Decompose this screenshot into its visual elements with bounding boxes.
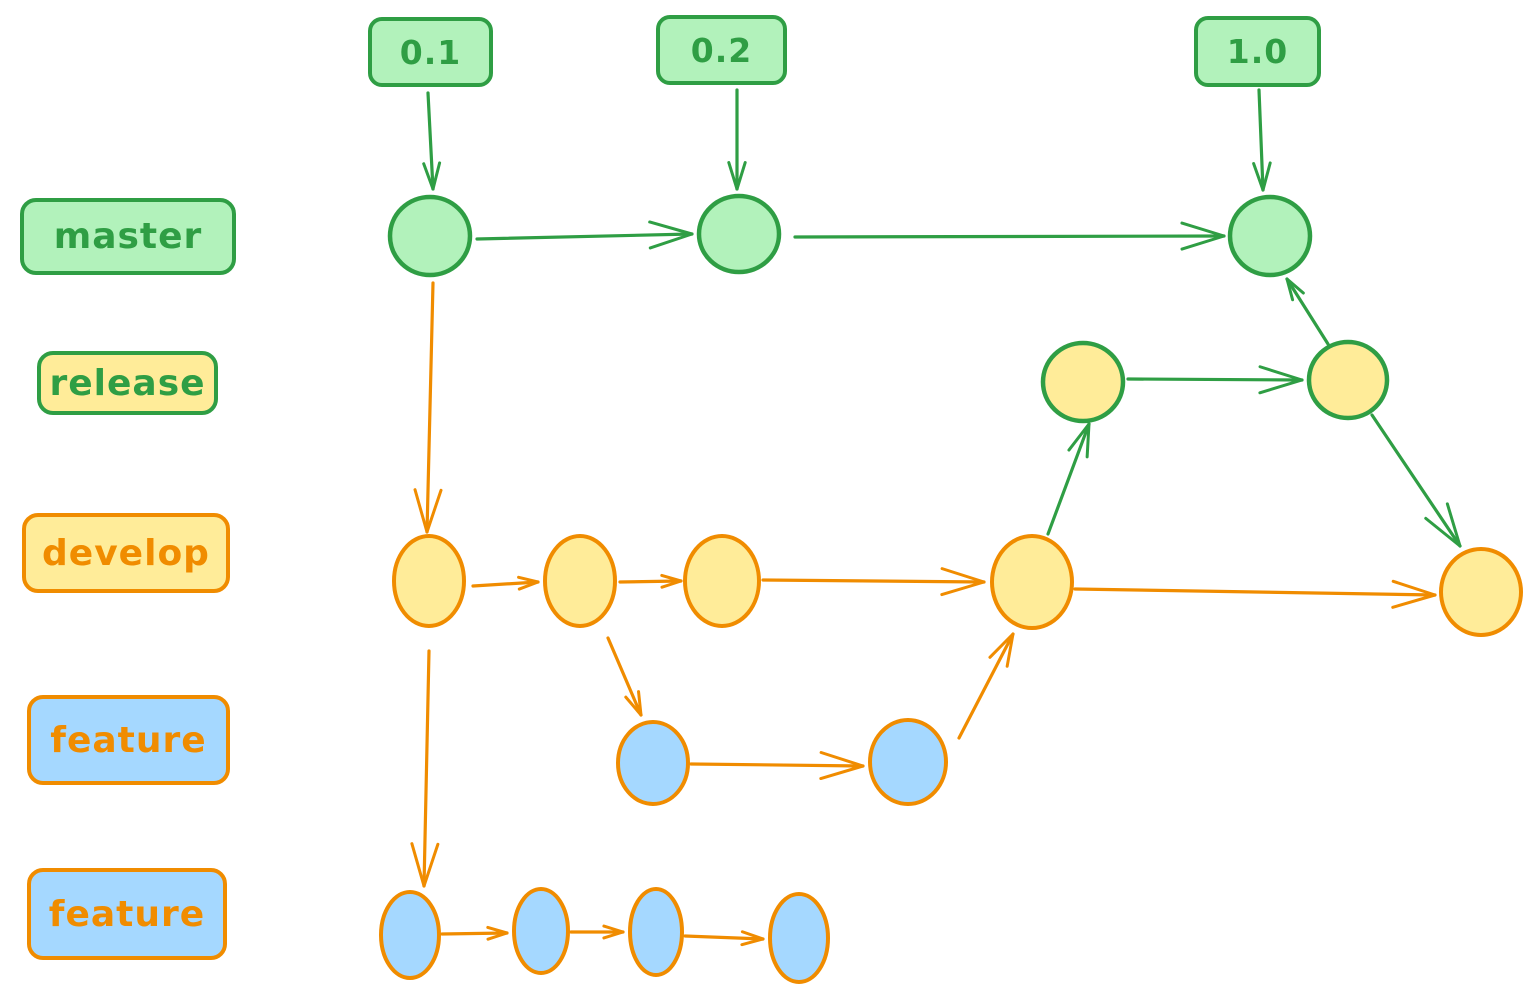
branch-label-release: release <box>37 351 218 415</box>
edge-release1-to-release2 <box>1126 365 1304 395</box>
version-tag-0.1: 0.1 <box>368 17 493 87</box>
commit-node-release-2 <box>1306 339 1390 421</box>
edge-release2-to-develop5 <box>1370 413 1462 548</box>
edge-develop4-to-develop5 <box>1073 579 1437 609</box>
commit-node-feature2-1 <box>379 890 441 980</box>
edge-feature1b-to-develop4 <box>957 632 1015 740</box>
edge-master2-to-master3 <box>793 221 1226 251</box>
commit-node-feature1-2 <box>868 718 948 806</box>
commit-node-master-1 <box>387 194 473 278</box>
commit-node-feature2-3 <box>628 887 684 977</box>
commit-node-develop-3 <box>683 534 761 628</box>
commit-node-feature1-1 <box>616 720 690 806</box>
edge-tag10-to-master3 <box>1252 88 1272 192</box>
edge-develop1-to-feature2 <box>410 649 440 888</box>
version-tag-0.2: 0.2 <box>656 15 787 85</box>
edge-develop2-to-feature1 <box>606 636 643 717</box>
commit-node-develop-5 <box>1439 547 1523 637</box>
commit-node-release-1 <box>1040 340 1126 424</box>
commit-node-master-2 <box>696 193 782 275</box>
edge-feature2c-to-feature2d <box>683 930 765 947</box>
branch-label-develop: develop <box>22 513 230 593</box>
commit-node-develop-2 <box>543 534 617 628</box>
edge-feature2b-to-feature2c <box>569 924 625 940</box>
commit-node-master-3 <box>1227 194 1313 278</box>
edge-feature2a-to-feature2b <box>440 925 509 941</box>
commit-node-feature2-4 <box>768 892 830 984</box>
edge-master1-to-develop1 <box>413 281 443 534</box>
commit-node-develop-1 <box>392 534 466 628</box>
edge-feature1a-to-feature1b <box>689 751 865 781</box>
edge-develop1-to-develop2 <box>471 575 540 591</box>
edge-release2-to-master3 <box>1285 277 1330 346</box>
edge-develop4-to-release1 <box>1046 422 1091 536</box>
branch-label-feature-1: feature <box>27 695 230 785</box>
commit-node-develop-4 <box>990 534 1074 630</box>
branch-label-master: master <box>20 198 236 275</box>
edge-master1-to-master2 <box>475 220 694 250</box>
commit-node-feature2-2 <box>512 887 570 975</box>
branch-label-feature-2: feature <box>27 868 227 960</box>
edge-develop2-to-develop3 <box>618 573 683 589</box>
version-tag-1.0: 1.0 <box>1194 16 1321 87</box>
edge-tag02-to-master2 <box>727 88 747 191</box>
edge-develop3-to-develop4 <box>761 567 986 597</box>
edge-tag01-to-master1 <box>422 91 442 191</box>
